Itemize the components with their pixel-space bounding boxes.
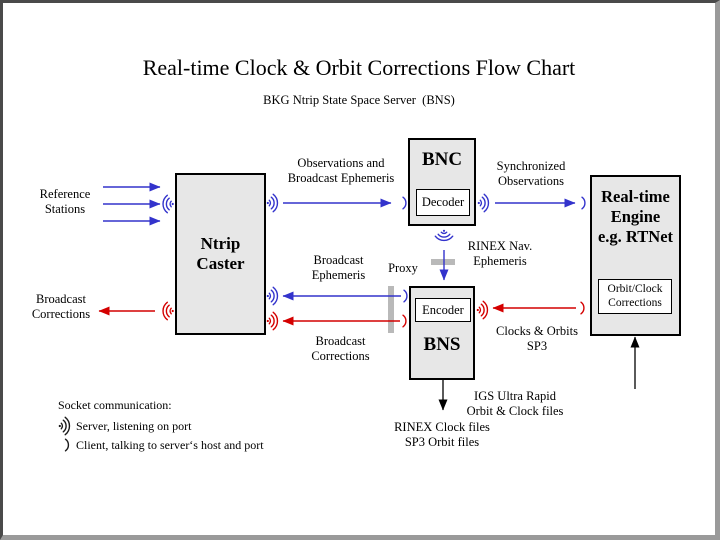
rtnet-box: Real-time Engine e.g. RTNet Orbit/Clock … [590, 175, 681, 336]
legend-server-socket-icon [58, 416, 71, 436]
red-flow-arrows [98, 303, 576, 326]
legend-client-text: Client, talking to server‘s host and por… [76, 438, 264, 452]
server-socket-icon [266, 286, 279, 306]
clocks-orbits-sp3-label: Clocks & Orbits SP3 [496, 324, 578, 353]
bns-title: BNS [423, 334, 461, 355]
orbit-clock-corrections-box: Orbit/Clock Corrections [598, 279, 672, 314]
server-socket-icon [477, 193, 490, 213]
rtnet-title: Real-time Engine e.g. RTNet [597, 187, 674, 246]
server-socket-icon [476, 300, 489, 320]
server-socket-icon [266, 193, 279, 213]
reference-stations-label: Reference Stations [39, 187, 91, 216]
bnc-title: BNC [421, 149, 463, 170]
server-socket-icon [162, 301, 175, 321]
ntrip-caster-box: Ntrip Caster [175, 173, 266, 335]
encoder-box: Encoder [415, 298, 471, 322]
decoder-box: Decoder [416, 189, 470, 216]
synchronized-observations-label: Synchronized Observations [496, 159, 566, 188]
broadcast-corrections-mid-label: Broadcast Corrections [311, 334, 370, 363]
rinex-nav-ephemeris-label: RINEX Nav. Ephemeris [467, 239, 533, 268]
client-socket-icon [581, 196, 586, 210]
client-socket-icon [403, 289, 408, 303]
bnc-box: BNC Decoder [408, 138, 476, 226]
proxy-bar-horizontal [431, 259, 455, 265]
proxy-label: Proxy [388, 261, 418, 275]
proxy-bar-vertical [388, 286, 394, 333]
broadcast-corrections-output-label: Broadcast Corrections [31, 292, 91, 321]
client-socket-icon [402, 314, 407, 328]
legend-client-socket-icon [64, 438, 70, 452]
igs-ultra-rapid-label: IGS Ultra Rapid Orbit & Clock files [466, 389, 564, 418]
client-socket-icon [402, 196, 407, 210]
server-socket-icon [162, 194, 175, 214]
legend-server-text: Server, listening on port [76, 419, 192, 433]
legend-heading: Socket communication: [58, 398, 172, 412]
page-title: Real-time Clock & Orbit Corrections Flow… [142, 55, 576, 80]
client-socket-icon [580, 301, 585, 315]
broadcast-ephemeris-label: Broadcast Ephemeris [311, 253, 366, 282]
page-subtitle: BKG Ntrip State Space Server (BNS) [263, 93, 455, 107]
rinex-clock-files-label: RINEX Clock files SP3 Orbit files [394, 420, 490, 449]
server-socket-icon [266, 311, 279, 331]
server-socket-icon [434, 228, 454, 242]
observations-label: Observations and Broadcast Ephemeris [287, 156, 395, 185]
bns-box: Encoder BNS [409, 286, 475, 380]
